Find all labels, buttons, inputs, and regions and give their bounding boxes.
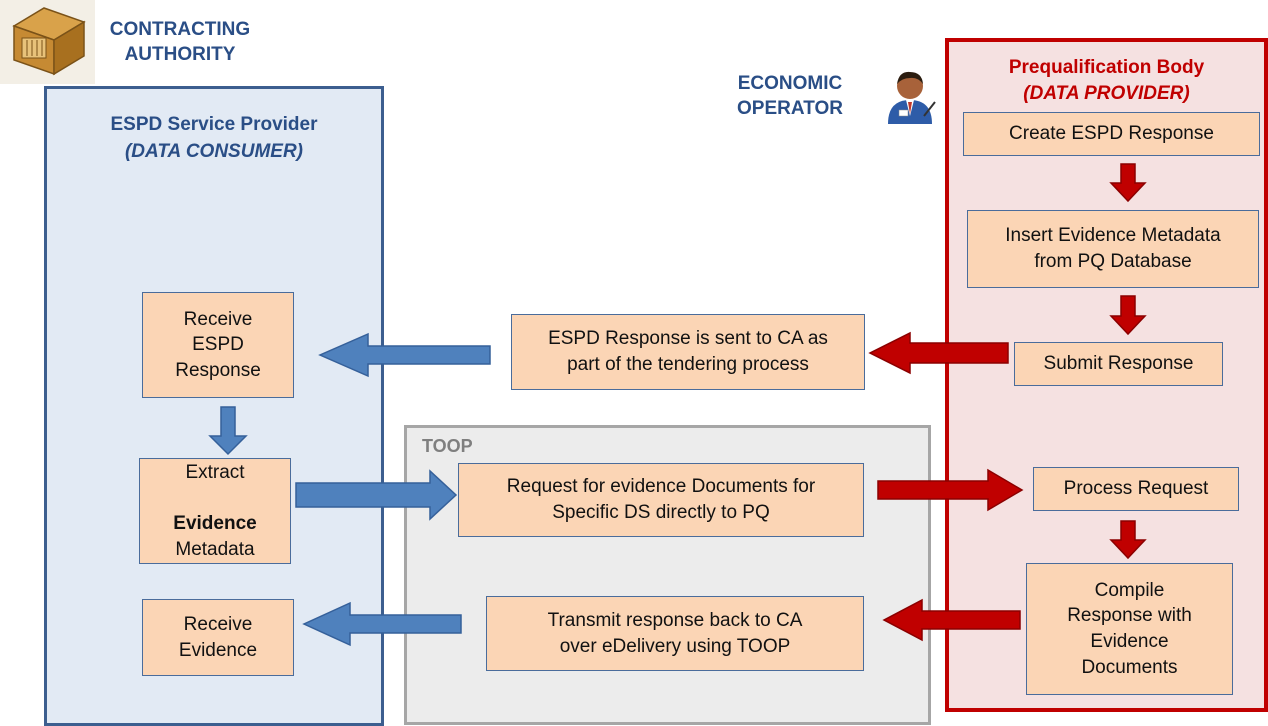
submit-response-label: Submit Response xyxy=(1043,353,1194,375)
create-espd-box: Create ESPD Response xyxy=(963,112,1260,156)
economic-operator-label: ECONOMIC OPERATOR xyxy=(737,73,843,119)
extract-evidence-label: Extract Evidence Metadata xyxy=(173,434,256,588)
provider-panel-subtitle: (DATA PROVIDER) xyxy=(1023,83,1190,104)
contracting-authority-label: CONTRACTING AUTHORITY xyxy=(109,19,251,65)
extract-label-line2: Evidence xyxy=(173,513,257,534)
create-espd-label: Create ESPD Response xyxy=(1009,123,1214,145)
receive-espd-label: Receive ESPD Response xyxy=(175,308,261,381)
insert-evidence-box: Insert Evidence Metadata from PQ Databas… xyxy=(967,210,1259,288)
receive-evidence-box: Receive Evidence xyxy=(142,599,294,676)
process-request-box: Process Request xyxy=(1033,467,1239,511)
espd-sent-box: ESPD Response is sent to CA as part of t… xyxy=(511,314,865,390)
building-icon xyxy=(0,0,95,84)
compile-response-box: Compile Response with Evidence Documents xyxy=(1026,563,1233,695)
compile-response-label: Compile Response with Evidence Documents xyxy=(1067,579,1192,678)
submit-response-box: Submit Response xyxy=(1014,342,1223,386)
arrow-to-submit xyxy=(1109,295,1147,336)
transmit-response-label: Transmit response back to CA over eDeliv… xyxy=(547,609,803,657)
insert-evidence-label: Insert Evidence Metadata from PQ Databas… xyxy=(1005,225,1221,272)
extract-evidence-box: Extract Evidence Metadata xyxy=(139,458,291,564)
arrow-to-extract xyxy=(208,406,248,456)
arrow-to-request xyxy=(295,469,458,521)
provider-panel-title: Prequalification Body xyxy=(1008,57,1205,78)
consumer-panel-title: ESPD Service Provider xyxy=(110,114,318,135)
arrow-to-espd-sent xyxy=(868,331,1009,375)
receive-espd-box: Receive ESPD Response xyxy=(142,292,294,398)
arrow-to-transmit xyxy=(882,598,1021,642)
toop-label: TOOP xyxy=(422,436,473,456)
transmit-response-box: Transmit response back to CA over eDeliv… xyxy=(486,596,864,671)
extract-label-line3: Metadata xyxy=(175,538,255,560)
arrow-to-receive-evidence xyxy=(302,601,462,647)
arrow-to-process-request xyxy=(877,468,1024,512)
request-evidence-label: Request for evidence Documents for Speci… xyxy=(506,476,816,523)
arrow-to-compile xyxy=(1109,520,1147,560)
arrow-to-receive-espd xyxy=(318,332,491,378)
consumer-panel-subtitle: (DATA CONSUMER) xyxy=(124,141,303,162)
receive-evidence-label: Receive Evidence xyxy=(178,613,258,661)
request-evidence-box: Request for evidence Documents for Speci… xyxy=(458,463,864,537)
person-icon xyxy=(880,66,940,126)
process-request-label: Process Request xyxy=(1063,478,1209,500)
arrow-to-insert-evidence xyxy=(1109,163,1147,203)
extract-label-line1: Extract xyxy=(185,461,245,483)
espd-sent-label: ESPD Response is sent to CA as part of t… xyxy=(548,328,828,375)
